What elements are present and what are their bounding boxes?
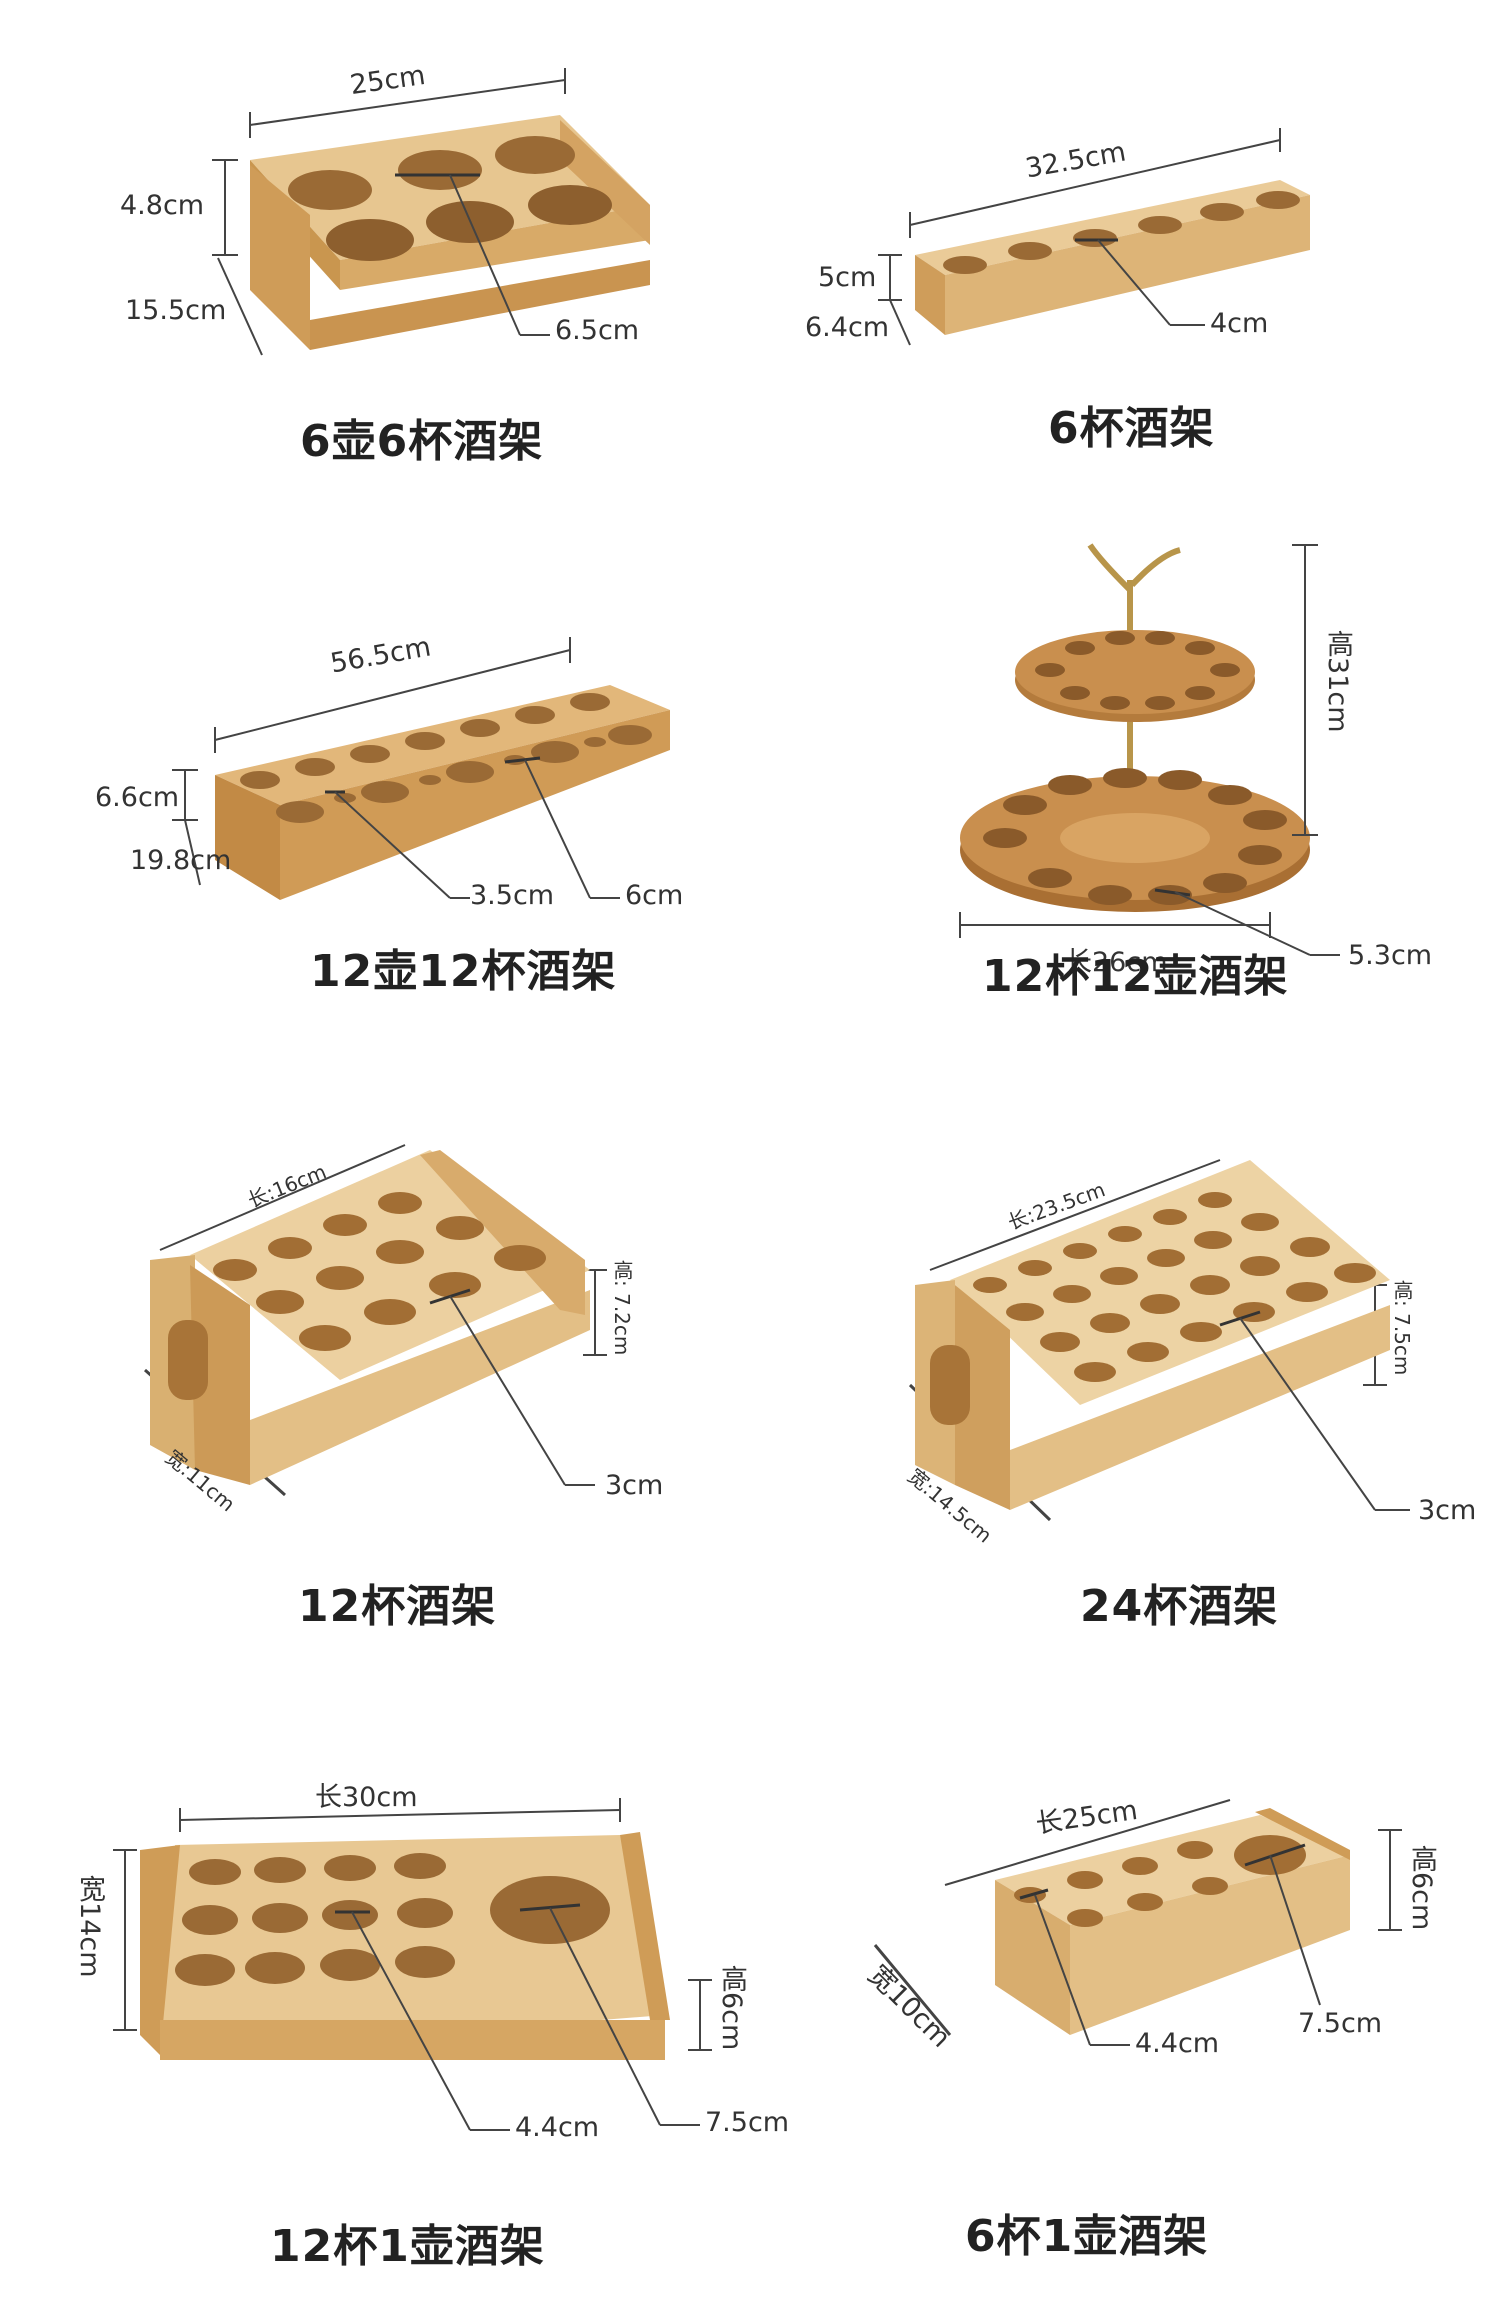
dim-length: 长26cm <box>1065 947 1168 978</box>
product-card-5: 长:16cm 高: 7.2cm 宽:11cm 3cm 12杯酒架 <box>0 1080 750 1640</box>
dim-pot-hole: 7.5cm <box>705 2107 790 2138</box>
dim-hole: 3cm <box>1418 1495 1477 1526</box>
product-title: 12杯12壶酒架 <box>982 951 1289 1002</box>
dim-cup-hole: 4.4cm <box>515 2112 600 2143</box>
product-card-2: 32.5cm 5cm 6.4cm 4cm 6杯酒架 <box>750 0 1500 480</box>
dim-height: 6.6cm <box>95 782 180 813</box>
product-title: 12杯酒架 <box>298 1581 497 1632</box>
dim-hole: 5.3cm <box>1348 940 1433 971</box>
product-card-6: 长:23.5cm 高: 7.5cm 宽:14.5cm 3cm 24杯酒架 <box>750 1080 1500 1640</box>
product-card-8: 长25cm 高6cm 宽10cm 4.4cm 7.5cm 6杯1壶酒架 <box>750 1700 1500 2300</box>
product-title: 24杯酒架 <box>1080 1581 1279 1632</box>
product-7-image <box>113 1798 712 2131</box>
product-title: 6壶6杯酒架 <box>300 416 544 467</box>
product-3-image <box>172 637 670 900</box>
dim-hole: 4cm <box>1210 308 1269 339</box>
dim-length: 长30cm <box>315 1782 418 1813</box>
dim-width: 15.5cm <box>125 295 227 326</box>
dim-height: 高: 7.5cm <box>1390 1280 1414 1376</box>
product-title: 12杯1壶酒架 <box>270 2221 545 2272</box>
dim-large-hole: 6cm <box>625 880 684 911</box>
dim-width: 宽14cm <box>74 1875 105 1978</box>
dim-height: 高31cm <box>1322 630 1353 733</box>
product-title: 6杯酒架 <box>1048 403 1215 454</box>
product-6-image <box>908 1159 1410 1522</box>
product-1-image <box>212 68 650 356</box>
dim-hole: 3cm <box>605 1470 664 1501</box>
dim-height: 5cm <box>818 262 877 293</box>
product-title: 12壶12杯酒架 <box>310 946 617 997</box>
dim-width: 19.8cm <box>130 845 232 876</box>
product-card-4: 高31cm 长26cm 5.3cm 12杯12壶酒架 <box>750 500 1500 1040</box>
dim-pot-hole: 7.5cm <box>1298 2008 1383 2039</box>
product-card-1: 25cm 4.8cm 15.5cm 6.5cm 6壶6杯酒架 <box>0 0 750 480</box>
dim-height: 高6cm <box>716 1965 747 2051</box>
dim-width: 6.4cm <box>805 312 890 343</box>
product-2-image <box>878 128 1310 346</box>
dim-height: 4.8cm <box>120 190 205 221</box>
dim-height: 高6cm <box>1406 1845 1437 1931</box>
dim-small-hole: 3.5cm <box>470 880 555 911</box>
dim-height: 高: 7.2cm <box>610 1260 634 1356</box>
product-8-image <box>873 1799 1402 2046</box>
product-title: 6杯1壶酒架 <box>965 2211 1209 2262</box>
product-card-3: 56.5cm 6.6cm 19.8cm 3.5cm 6cm 12壶12杯酒架 <box>0 500 750 1040</box>
dim-hole: 6.5cm <box>555 315 640 346</box>
product-4-image <box>959 543 1340 956</box>
product-5-image <box>144 1144 607 1497</box>
product-card-7: 长30cm 宽14cm 高6cm 4.4cm 7.5cm 12杯1壶酒架 <box>0 1700 789 2300</box>
dim-cup-hole: 4.4cm <box>1135 2028 1220 2059</box>
